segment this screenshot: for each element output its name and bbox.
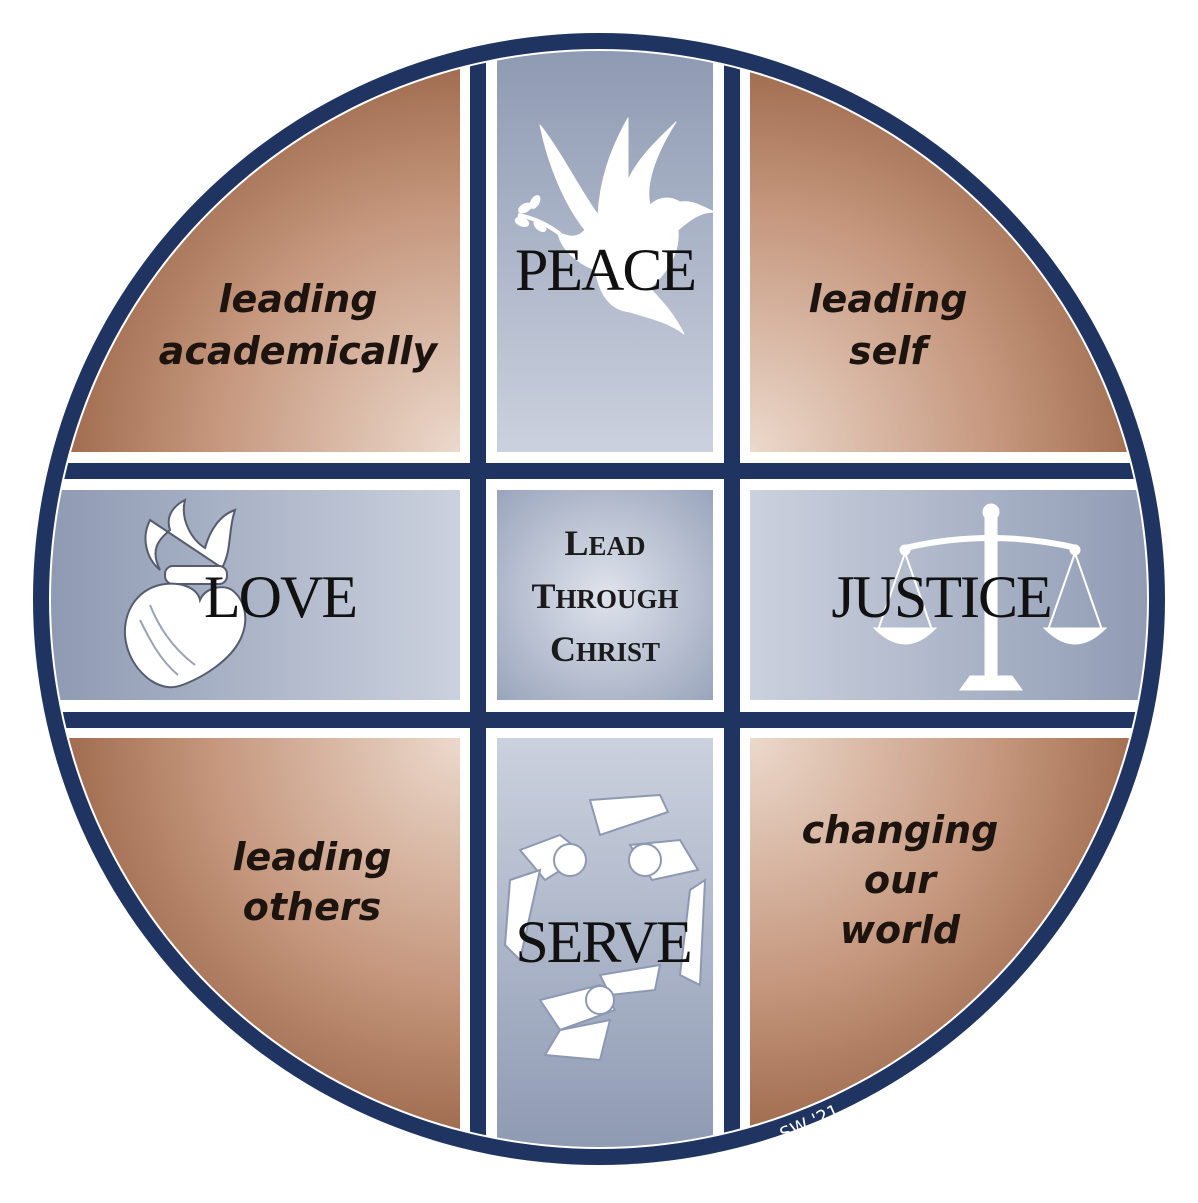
virtue-love: LOVE [204, 564, 356, 630]
quadrant-bottom-left-line-1: leading [233, 835, 392, 879]
center-line-3: CHRIST [550, 629, 660, 669]
quadrant-top-left-line-1: leading [219, 277, 378, 321]
virtue-serve: SERVE [515, 909, 690, 975]
quadrant-top-left [51, 51, 460, 452]
center-line-2: THROUGH [531, 576, 678, 616]
quadrant-bottom-left-line-2: others [243, 885, 381, 929]
sacred-heart-icon [124, 498, 247, 689]
quadrant-bottom-left [51, 738, 460, 1147]
quadrant-top-left-line-2: academically [159, 329, 440, 373]
cell-center [497, 490, 713, 700]
quadrant-top-right-line-1: leading [809, 277, 968, 321]
center-line-3-rest: HRIST [576, 637, 660, 667]
center-line-2-rest: HROUGH [556, 584, 679, 614]
dove-icon [514, 117, 715, 335]
center-line-1: LEAD [564, 523, 645, 563]
center-line-2-initial: T [531, 576, 555, 616]
center-line-1-rest: EAD [589, 531, 646, 561]
quadrant-bottom-right-line-2: our [864, 858, 938, 902]
quadrant-top-right-line-2: self [849, 329, 931, 373]
cell-justice [750, 490, 1147, 700]
cell-love [51, 490, 460, 700]
scales-icon [872, 503, 1108, 691]
center-line-1-initial: L [564, 523, 588, 563]
quadrant-bottom-right-line-3: world [840, 908, 961, 952]
quadrant-bottom-right-line-1: changing [802, 808, 999, 852]
center-line-3-initial: C [550, 629, 576, 669]
virtue-peace: PEACE [515, 237, 695, 303]
virtue-justice: JUSTICE [831, 564, 1050, 630]
joined-hands-icon [503, 793, 707, 1062]
